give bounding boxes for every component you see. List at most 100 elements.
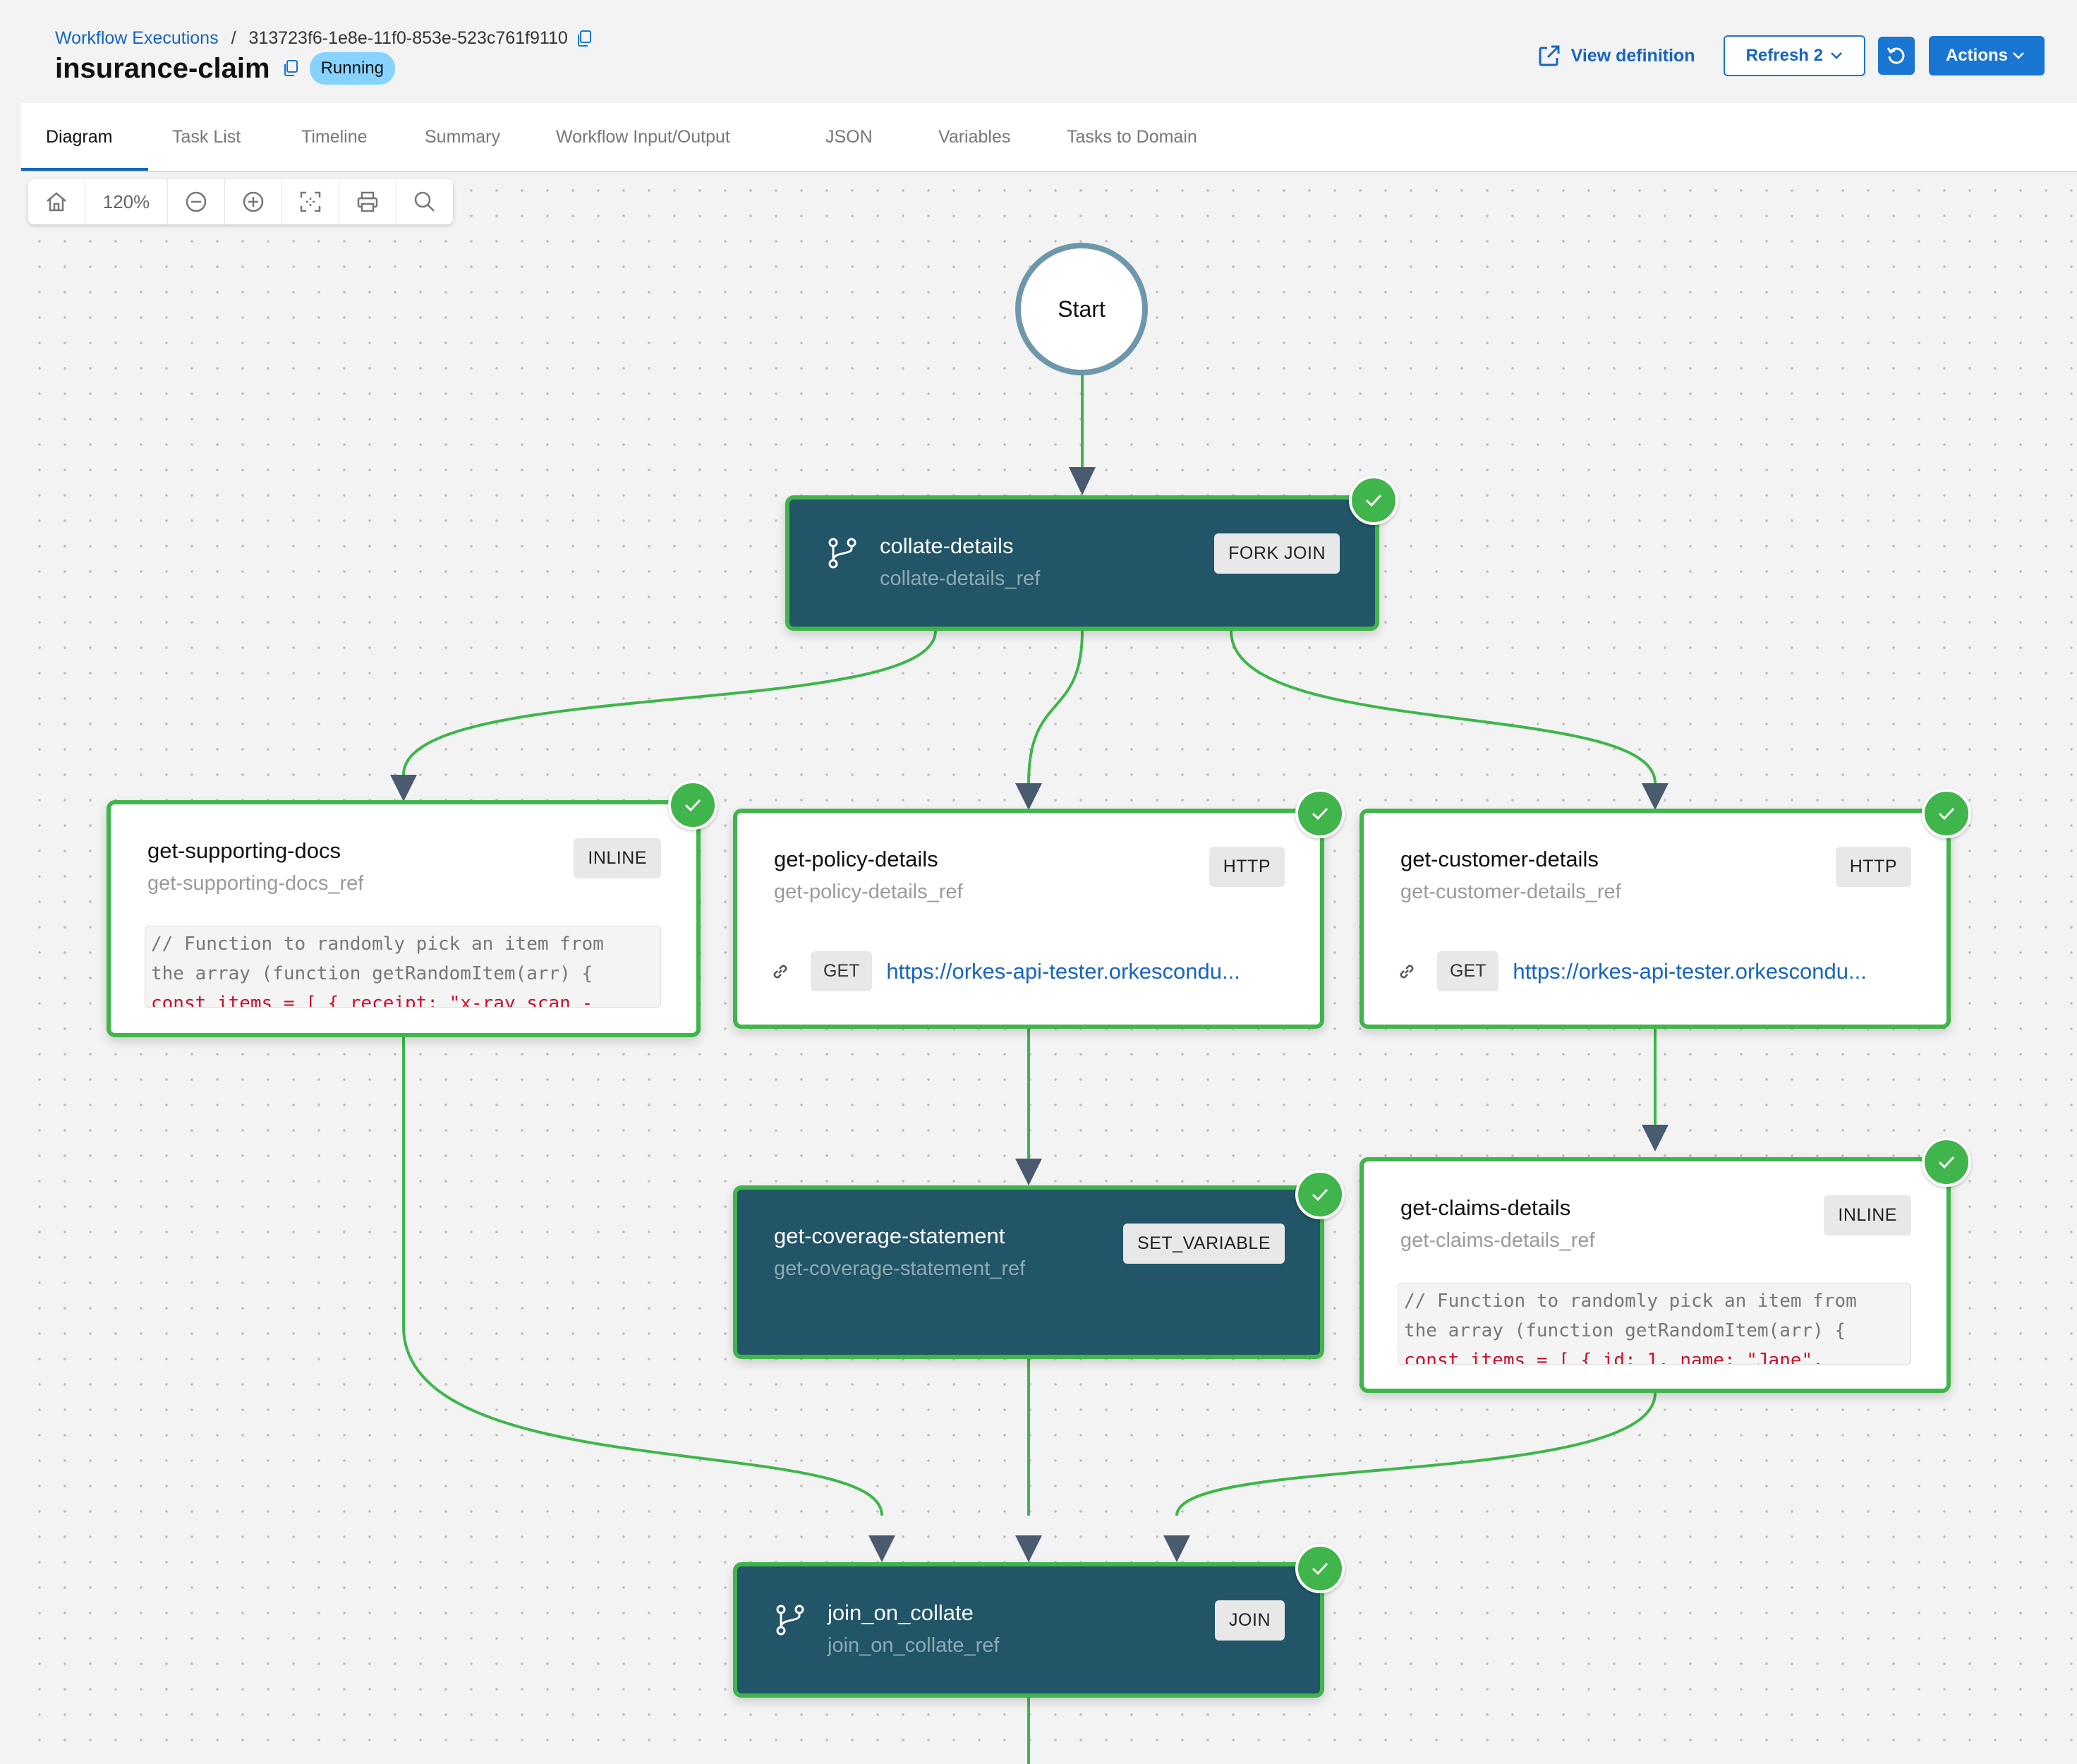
code-line: const items = [ { receipt: "x-ray scan - [151,993,593,1008]
diagram-toolbar: 120% [28,179,453,224]
zoom-in-button[interactable] [225,179,282,224]
task-ref: get-coverage-statement_ref [774,1257,1026,1280]
code-line: // Function to randomly pick an item fro… [1404,1291,1857,1312]
http-url: https://orkes-api-tester.orkescondu... [1513,958,1867,984]
task-node-join-on-collate[interactable]: join_on_collate join_on_collate_ref JOIN [733,1562,1324,1698]
print-button[interactable] [339,179,396,224]
edge-claims-to-join [1175,1392,1657,1516]
execution-id: 313723f6-1e8e-11f0-853e-523c761f9110 [248,28,568,48]
zoom-out-icon [186,191,207,212]
task-node-collate-details[interactable]: collate-details collate-details_ref FORK… [785,495,1379,631]
workflow-name: insurance-claim [55,52,270,84]
tab-timeline[interactable]: Timeline [301,126,368,147]
arrow-join-right [1163,1535,1190,1562]
task-ref: join_on_collate_ref [828,1634,1000,1657]
reload-button[interactable] [1877,37,1915,75]
task-name: get-customer-details [1400,847,1599,871]
active-tab-indicator [21,168,148,171]
task-type-badge: INLINE [1824,1195,1911,1236]
fork-icon [828,538,856,569]
http-request-row: GET https://orkes-api-tester.orkescondu.… [1398,951,1867,991]
task-name: get-policy-details [774,847,938,871]
task-type-badge: INLINE [574,838,661,878]
task-type-badge: FORK JOIN [1214,533,1340,574]
completed-check-icon [1295,1544,1345,1593]
home-icon [47,192,66,212]
search-button[interactable] [396,179,453,224]
task-type-badge: HTTP [1209,847,1285,887]
breadcrumb-separator: / [231,28,236,48]
task-node-get-coverage-statement[interactable]: get-coverage-statement get-coverage-stat… [733,1185,1324,1359]
tab-bar: Diagram Task List Timeline Summary Workf… [21,103,2077,172]
print-icon [357,191,378,212]
tab-summary[interactable]: Summary [425,126,500,147]
link-icon [1400,965,1414,978]
home-button[interactable] [28,179,85,224]
edge-collate-to-supporting [402,630,937,775]
completed-check-icon [668,780,717,830]
tab-diagram[interactable]: Diagram [46,126,113,147]
tab-task-list[interactable]: Task List [172,126,241,147]
view-definition-button[interactable]: View definition [1537,44,1695,68]
fit-view-icon [300,191,321,212]
breadcrumb-workflow-executions-link[interactable]: Workflow Executions [55,28,219,48]
edge-supporting-to-join [402,1037,883,1516]
reload-icon [1887,47,1905,64]
page-header: Workflow Executions / 313723f6-1e8e-11f0… [21,0,2077,103]
fit-view-button[interactable] [282,179,339,224]
tab-tasks-to-domain[interactable]: Tasks to Domain [1067,126,1197,147]
refresh-label: Refresh 2 [1745,46,1823,65]
breadcrumb: Workflow Executions / 313723f6-1e8e-11f0… [55,28,592,49]
task-name: collate-details [880,533,1014,558]
completed-check-icon [1295,789,1345,838]
task-ref: get-supporting-docs_ref [147,872,364,895]
edge-collate-to-customer [1230,630,1657,784]
task-ref: get-customer-details_ref [1400,881,1621,903]
code-line: the array (function getRandomItem(arr) { [1404,1320,1846,1341]
tab-workflow-input-output[interactable]: Workflow Input/Output [556,126,730,147]
zoom-level: 120% [85,179,168,224]
code-line: const items = [ { id: 1, name: "Jane", [1404,1350,1824,1365]
arrow-coverage [1015,1159,1042,1185]
chevron-down-icon [1831,52,1842,59]
zoom-out-button[interactable] [168,179,225,224]
task-node-get-customer-details[interactable]: get-customer-details get-customer-detail… [1360,809,1951,1029]
task-type-badge: HTTP [1835,847,1911,887]
actions-button[interactable]: Actions [1928,36,2045,75]
start-node[interactable]: Start [1015,243,1148,375]
arrow-join-center [1015,1535,1042,1562]
arrow-collate [1069,467,1096,495]
task-node-get-supporting-docs[interactable]: get-supporting-docs get-supporting-docs_… [107,800,701,1037]
http-request-row: GET https://orkes-api-tester.orkescondu.… [771,951,1240,991]
task-type-badge: JOIN [1215,1600,1285,1641]
task-ref: get-policy-details_ref [774,881,963,903]
copy-icon[interactable] [576,30,592,47]
http-url: https://orkes-api-tester.orkescondu... [886,958,1240,984]
http-method: GET [811,951,873,991]
external-link-icon [1539,45,1560,66]
task-node-get-policy-details[interactable]: get-policy-details get-policy-details_re… [733,809,1324,1029]
header-actions: View definition Refresh 2 Actions [1537,35,2045,76]
join-icon [776,1605,804,1636]
task-ref: collate-details_ref [880,567,1041,590]
completed-check-icon [1922,789,1971,838]
code-line: the array (function getRandomItem(arr) { [151,963,593,984]
actions-label: Actions [1945,46,2008,65]
task-ref: get-claims-details_ref [1400,1229,1595,1252]
view-definition-label: View definition [1570,45,1695,66]
task-node-get-claims-details[interactable]: get-claims-details get-claims-details_re… [1360,1157,1951,1393]
refresh-button[interactable]: Refresh 2 [1723,35,1865,76]
arrow-supporting [390,775,417,802]
task-type-badge: SET_VARIABLE [1123,1224,1285,1264]
tab-json[interactable]: JSON [825,126,873,147]
completed-check-icon [1922,1137,1971,1187]
tab-variables[interactable]: Variables [938,126,1011,147]
copy-name-icon[interactable] [283,60,298,77]
task-name: get-supporting-docs [147,838,341,863]
task-name: join_on_collate [828,1600,974,1625]
search-icon [414,191,435,212]
code-line: // Function to randomly pick an item fro… [151,934,604,955]
completed-check-icon [1295,1170,1345,1219]
status-badge: Running [309,52,395,85]
